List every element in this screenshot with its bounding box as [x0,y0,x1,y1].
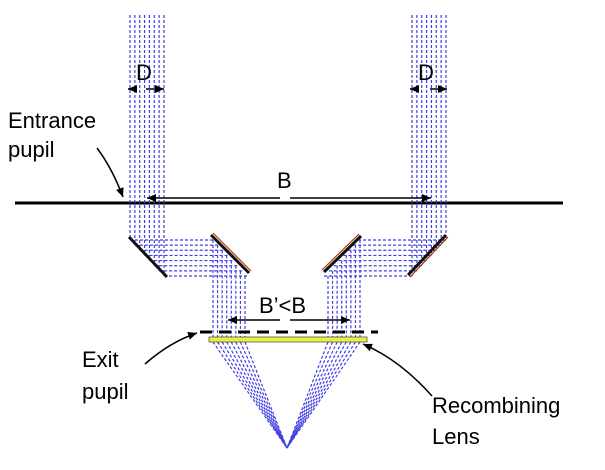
ray [286,341,352,449]
entrance-pupil-pointer [96,147,124,198]
d-left-label: D [136,60,152,85]
converging-rays [212,341,361,449]
ray [286,341,343,449]
exit-pupil-label-line2: pupil [82,379,128,404]
right-outer-mirror-edge [409,236,449,278]
left-inner-mirror-edge [212,232,252,272]
ray [235,341,288,449]
ray [286,341,329,449]
lens-label-line2: Lens [432,424,480,449]
exit-pupil-label-line1: Exit [82,347,119,372]
ray [286,341,347,449]
b-label: B [277,168,292,193]
lens-label-line1: Recombining [432,393,560,418]
left-horizontal-beam [130,239,249,277]
right-lower-vertical-beam [327,240,361,338]
ray [286,341,334,449]
left-lower-vertical-beam [212,240,246,338]
ray [230,341,288,449]
entrance-pupil-label-line1: Entrance [8,108,96,133]
lens-pointer [362,343,433,397]
ray [286,341,361,449]
left-vertical-beam [129,15,165,276]
ray [244,341,288,449]
ray [221,341,288,449]
ray [226,341,288,449]
ray [239,341,288,449]
exit-pupil-pointer [144,332,198,365]
right-outer-mirror [406,233,448,277]
d-right-label: D [418,60,434,85]
ray [286,341,338,449]
right-inner-mirror-edge [321,233,360,271]
b-prime-label: B’<B [259,293,306,318]
recombining-lens [208,336,368,343]
entrance-pupil-label-line2: pupil [8,137,54,162]
ray [286,341,356,449]
ray [212,341,288,449]
right-inner-mirror [322,234,363,274]
left-outer-mirror [127,235,169,279]
left-inner-mirror [209,233,251,275]
ray [217,341,288,449]
right-vertical-beam [411,15,447,276]
